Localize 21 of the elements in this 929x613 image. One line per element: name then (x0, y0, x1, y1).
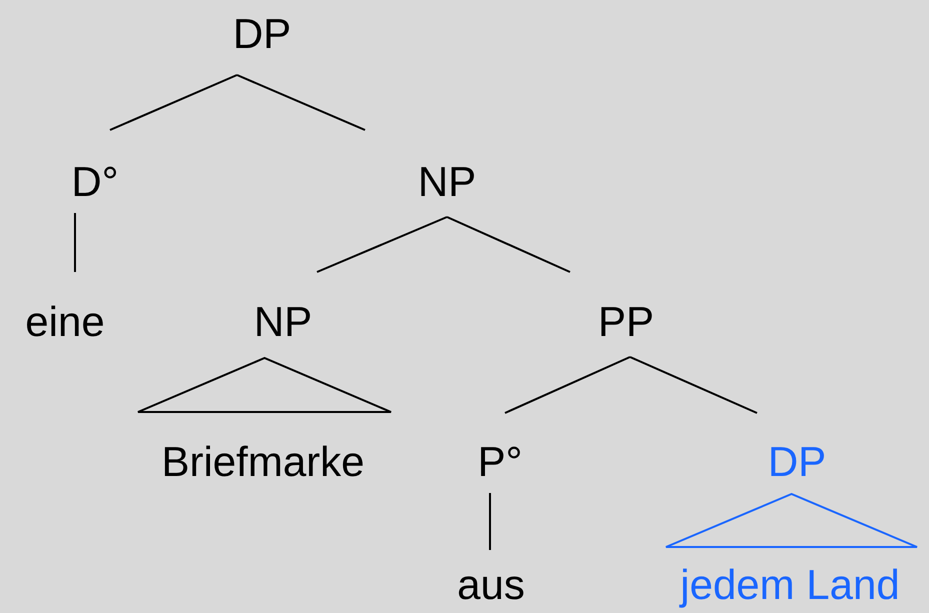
tree-branch (236, 74, 366, 131)
triangle (137, 357, 392, 413)
tree-label: NP (418, 161, 476, 203)
tree-branch (489, 493, 491, 550)
tree-label: eine (25, 301, 105, 343)
tree-label: aus (457, 564, 525, 606)
tree-label: D° (71, 161, 119, 203)
tree-label: P° (478, 441, 522, 483)
tree-label: NP (254, 301, 312, 343)
tree-branch (446, 216, 570, 273)
tree-branch (630, 356, 758, 414)
tree-label: DP (768, 441, 826, 483)
tree-branch (504, 356, 630, 414)
triangle (665, 493, 918, 548)
tree-branch (110, 74, 238, 131)
tree-label: jedem Land (680, 564, 900, 606)
tree-label: DP (232, 13, 292, 55)
tree-label: Briefmarke (161, 441, 365, 483)
tree-branch (74, 213, 76, 272)
tree-branch (316, 216, 448, 273)
tree-label: PP (598, 301, 654, 343)
